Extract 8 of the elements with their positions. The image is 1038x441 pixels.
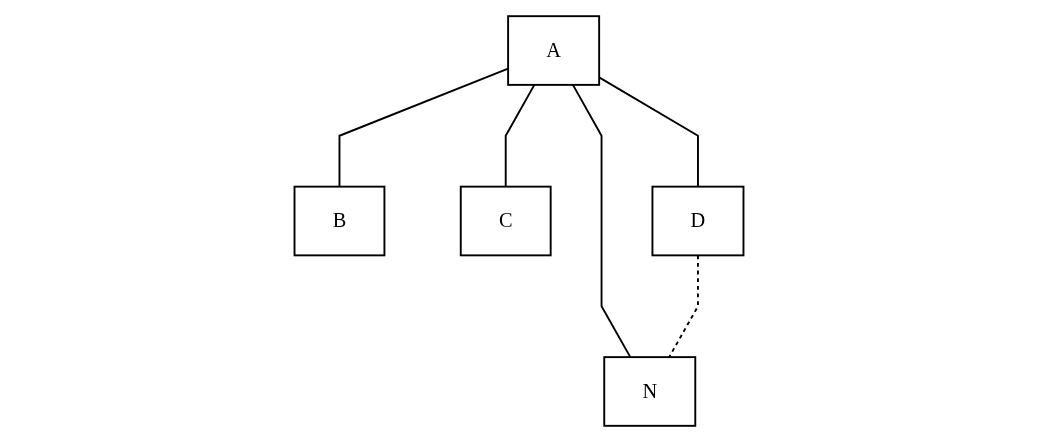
connector [504,83,536,188]
connector [668,253,699,358]
node-box: C [459,185,552,256]
node-box: A [507,14,601,86]
connector [572,83,632,358]
node-box: D [651,185,745,256]
node-box: B [293,185,386,256]
node-box: N [603,355,697,427]
